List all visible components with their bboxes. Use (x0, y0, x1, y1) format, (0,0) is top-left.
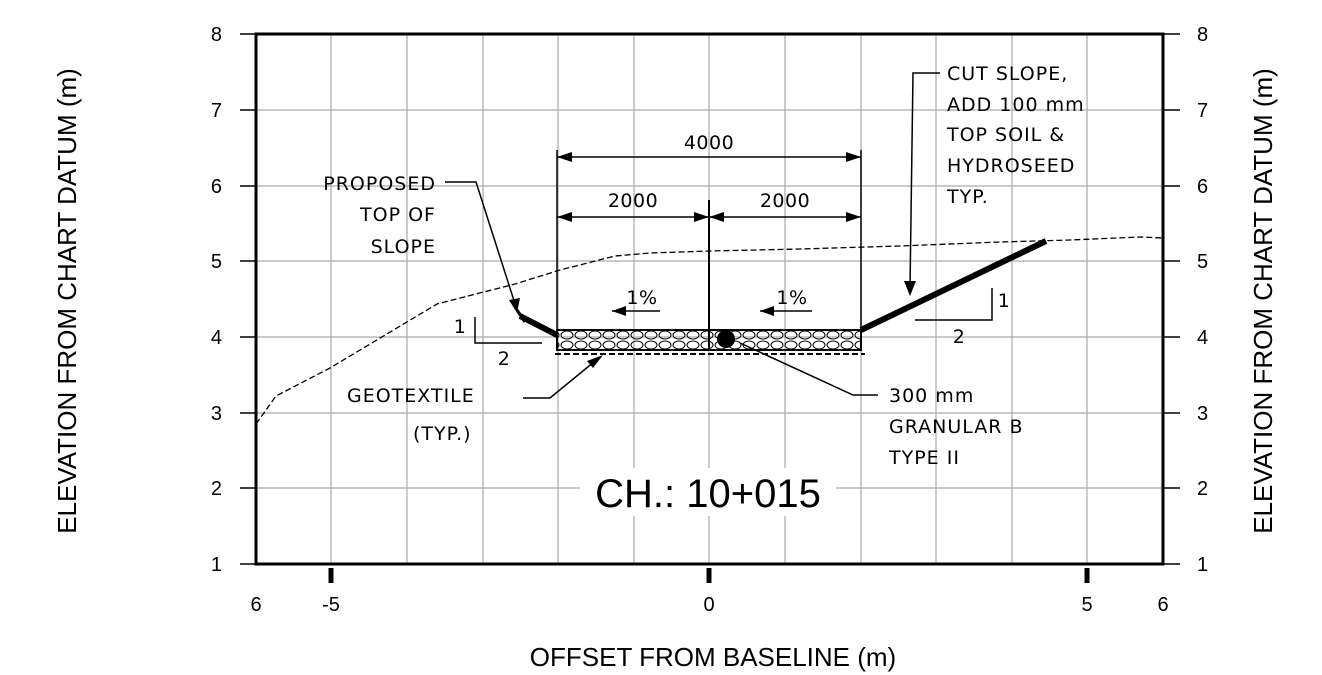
axis-ticks (240, 33, 1180, 565)
y-tick-right-1: 1 (1197, 554, 1208, 576)
y-axis-title-left: ELEVATION FROM CHART DATUM (m) (52, 68, 82, 534)
y-tick-right-5: 5 (1197, 251, 1208, 273)
geotextile-line-2: (TYP.) (413, 423, 472, 445)
geotextile-line-1: GEOTEXTILE (347, 385, 475, 407)
cut-slope-line-3: TOP SOIL & (946, 124, 1065, 146)
x-tick-5: 5 (1081, 594, 1092, 616)
crossfall-right-arrowhead (760, 306, 774, 316)
baseline-point-marker (717, 330, 735, 348)
dimension-left-half: 2000 (608, 190, 658, 212)
right-side-slope (859, 238, 1048, 333)
x-tick-right-edge: 6 (1157, 594, 1168, 616)
right-slope-rise: 1 (998, 290, 1011, 312)
right-slope-run: 2 (953, 326, 966, 348)
cut-slope-line-5: TYP. (946, 186, 989, 208)
cut-slope-line-2: ADD 100 mm (947, 94, 1085, 116)
cut-slope-line-4: HYDROSEED (947, 155, 1075, 177)
left-side-slope (518, 313, 559, 338)
y-tick-right-3: 3 (1197, 403, 1208, 425)
y-tick-left-4: 4 (211, 327, 222, 349)
y-tick-right-4: 4 (1197, 327, 1208, 349)
chainage-label: CH.: 10+015 (595, 472, 821, 516)
y-axis-title-right: ELEVATION FROM CHART DATUM (m) (1248, 68, 1278, 534)
dimension-total-width: 4000 (684, 132, 734, 154)
y-tick-right-8: 8 (1197, 24, 1208, 46)
granular-line-3: TYPE II (888, 447, 960, 469)
x-tick-left-edge: 6 (250, 594, 261, 616)
dimension-right-half: 2000 (760, 190, 810, 212)
x-tick-labels: 6 -5 0 5 6 (250, 594, 1168, 616)
proposed-top-callout: PROPOSED TOP OF SLOPE (323, 173, 520, 313)
x-axis-title: OFFSET FROM BASELINE (m) (530, 642, 896, 672)
cut-slope-callout: CUT SLOPE, ADD 100 mm TOP SOIL & HYDROSE… (904, 63, 1085, 296)
crossfall-left-arrowhead (612, 306, 626, 316)
proposed-top-line-1: PROPOSED (323, 173, 436, 195)
right-slope-ratio-triangle (915, 288, 993, 321)
chainage-label-background (580, 468, 836, 516)
y-tick-labels-left: 8 7 6 5 4 3 2 1 (211, 24, 222, 576)
geotextile-callout: GEOTEXTILE (TYP.) (347, 355, 603, 445)
y-tick-right-2: 2 (1197, 478, 1208, 500)
plot-frame (254, 32, 1165, 566)
left-top-of-slope-tick (515, 309, 527, 323)
y-tick-labels-right: 8 7 6 5 4 3 2 1 (1197, 24, 1208, 576)
granular-line-1: 300 mm (889, 385, 974, 407)
y-tick-left-8: 8 (211, 24, 222, 46)
proposed-top-line-2: TOP OF (359, 204, 436, 226)
x-tick-minus-5: -5 (322, 594, 340, 616)
crossfall-left-label: 1% (626, 287, 657, 309)
y-tick-left-5: 5 (211, 251, 222, 273)
y-tick-left-3: 3 (211, 403, 222, 425)
dimension-arrowheads (557, 152, 861, 222)
crossfall-right-label: 1% (776, 287, 807, 309)
proposed-top-line-3: SLOPE (371, 236, 436, 258)
existing-ground-line (255, 236, 1164, 425)
x-tick-0: 0 (703, 594, 714, 616)
granular-line-2: GRANULAR B (889, 416, 1024, 438)
y-tick-right-6: 6 (1197, 176, 1208, 198)
granular-callout: 300 mm GRANULAR B TYPE II (739, 342, 1024, 469)
y-tick-right-7: 7 (1197, 100, 1208, 122)
major-x-ticks (328, 568, 1090, 583)
left-slope-run: 2 (498, 348, 511, 370)
y-tick-left-7: 7 (211, 100, 222, 122)
y-tick-left-6: 6 (211, 176, 222, 198)
cut-slope-line-1: CUT SLOPE, (947, 63, 1068, 85)
y-tick-left-1: 1 (211, 554, 222, 576)
y-tick-left-2: 2 (211, 478, 222, 500)
left-slope-rise: 1 (454, 316, 467, 338)
left-slope-ratio-triangle (474, 317, 542, 344)
